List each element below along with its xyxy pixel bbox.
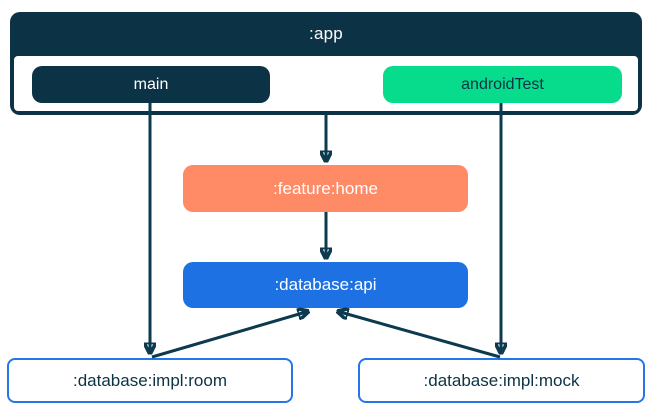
module-database-api: :database:api (183, 262, 468, 308)
module-app-label: :app (309, 24, 343, 43)
module-app: :app main androidTest (10, 12, 642, 115)
sourceset-androidtest: androidTest (383, 66, 622, 103)
module-app-sourcesets: main androidTest (14, 56, 638, 111)
module-database-impl-mock: :database:impl:mock (358, 358, 645, 403)
sourceset-main: main (32, 66, 270, 103)
edge-impl-room-to-database-api (151, 312, 306, 359)
edge-impl-mock-to-database-api (340, 312, 501, 359)
module-database-impl-room: :database:impl:room (7, 358, 293, 403)
module-feature-home: :feature:home (183, 165, 468, 212)
